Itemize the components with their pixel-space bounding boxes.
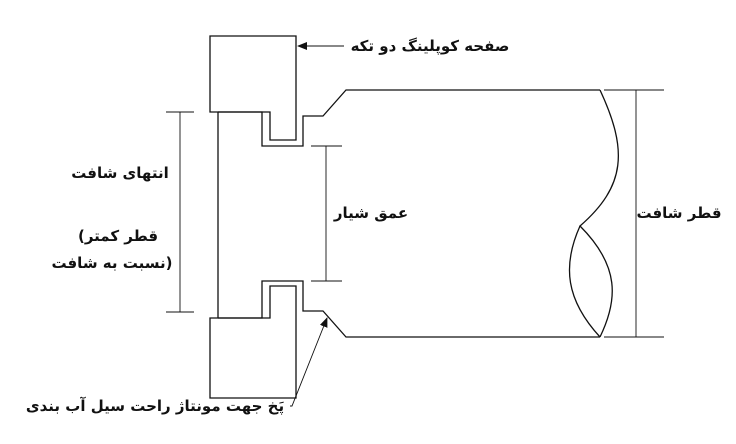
- groove-depth-label: عمق شیار: [333, 204, 408, 222]
- shaft-diameter-label: قطر شافت: [636, 204, 721, 222]
- coupling-plate-label: صفحه کوپلینگ دو تکه: [351, 37, 510, 56]
- chamfer-leader: [290, 317, 328, 407]
- shaft-end-note-line2: نسبت به شافت): [51, 254, 172, 272]
- groove-depth-dimension: [311, 145, 342, 282]
- shaft-end-dimension: [166, 111, 194, 313]
- shaft-end-label: انتهای شافت: [71, 164, 169, 182]
- coupling-plate-lower: [209, 285, 297, 399]
- shaft-end-note-line1: (قطر کمتر: [78, 227, 158, 245]
- shaft-outline: [217, 89, 619, 338]
- shaft-diameter-dimension: [604, 89, 664, 338]
- coupling-plate-upper: [209, 35, 297, 141]
- chamfer-label: پَخ جهت مونتاژ راحت سیل آب بندی: [26, 397, 284, 416]
